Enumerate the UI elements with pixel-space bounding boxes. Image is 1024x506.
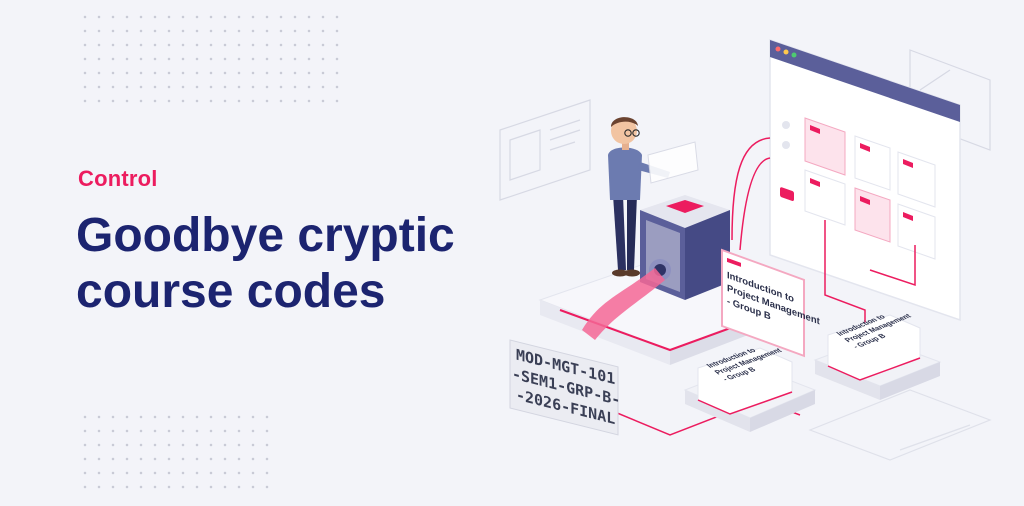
window-card-grid	[804, 117, 936, 260]
window-dot-green-icon	[791, 52, 797, 58]
wireframe-left	[499, 99, 591, 201]
eyebrow-label: Control	[78, 166, 158, 191]
headline-line-2: course codes	[76, 265, 386, 318]
course-code-tag: MOD-MGT-101 -SEM1-GRP-B- -2026-FINAL	[509, 339, 620, 436]
headline: Goodbye cryptic course codes	[76, 208, 536, 320]
input-ribbon	[582, 268, 665, 340]
card-stack-right: Introduction to Project Management - Gro…	[813, 312, 942, 400]
person-figure	[608, 117, 670, 277]
browser-window	[769, 38, 961, 322]
wireframe-bottom	[808, 389, 992, 461]
dot-pattern-bottom	[78, 410, 278, 490]
window-dot-red-icon	[775, 46, 781, 52]
window-dot-yellow-icon	[783, 49, 789, 55]
output-card-main: Introduction to Project Management - Gro…	[721, 248, 821, 358]
connector-lines	[609, 137, 916, 436]
card-stack-bottom: Introduction to Project Management - Gro…	[683, 346, 817, 432]
tablet-screen	[647, 141, 699, 184]
headline-line-1: Goodbye cryptic	[76, 209, 455, 262]
illustration: MOD-MGT-101 -SEM1-GRP-B- -2026-FINAL Int…	[499, 38, 992, 461]
dot-pattern-top	[78, 10, 348, 110]
